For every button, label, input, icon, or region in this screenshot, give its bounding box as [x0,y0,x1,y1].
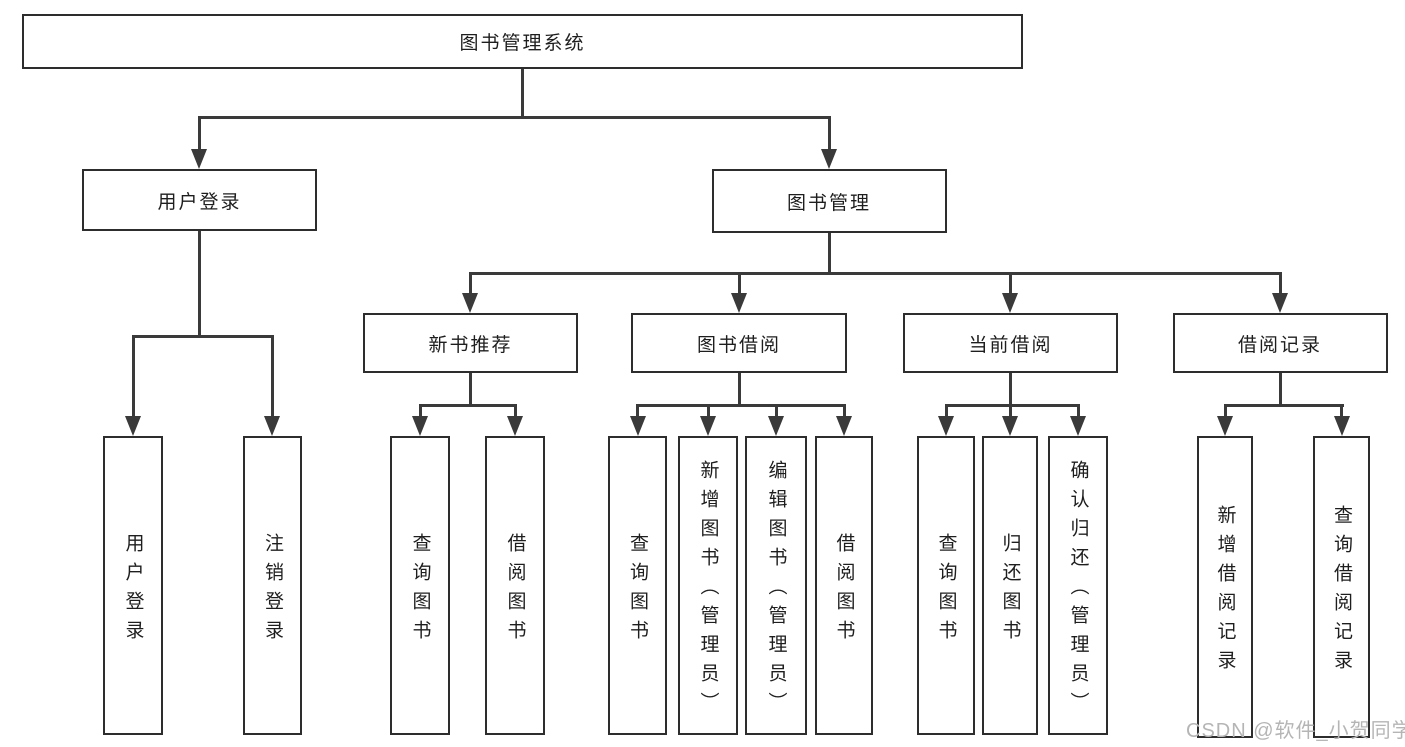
arrow-down-icon [1217,416,1233,436]
connector-line [827,233,831,274]
arrow-down-icon [1070,416,1086,436]
connector-line [774,403,778,418]
leaf-records-add-record-label: 新增借阅记录 [1214,505,1236,679]
connector-line [197,231,201,337]
connector-line [270,334,274,417]
leaf-borrowing-edit-books-admin-label: 编辑图书（管理员） [765,460,787,721]
leaf-borrowing-query-books: 查询图书 [608,436,667,735]
leaf-current-confirm-return-admin: 确认归还（管理员） [1048,436,1108,735]
connector-line [513,403,517,418]
arrow-down-icon [1002,293,1018,313]
connector-line [1008,271,1012,296]
connector-line [737,271,741,296]
leaf-borrowing-query-books-label: 查询图书 [627,532,648,649]
csdn-watermark: CSDN @软件_小贺同学 [1186,720,1405,742]
node-book-borrowing-label: 图书借阅 [696,334,781,356]
leaf-borrowing-add-books-admin: 新增图书（管理员） [678,436,738,735]
connector-line [418,403,517,407]
leaf-current-return-books-label: 归还图书 [999,532,1021,649]
connector-line [1278,373,1282,406]
arrow-down-icon [412,416,428,436]
connector-line [737,373,741,406]
connector-line [469,373,472,406]
arrow-down-icon [507,416,523,436]
connector-line [418,403,422,418]
leaf-current-return-books: 归还图书 [982,436,1038,735]
leaf-records-query-record-label: 查询借阅记录 [1331,505,1352,679]
connector-line [1008,373,1012,406]
arrow-down-icon [1002,416,1018,436]
leaf-records-add-record: 新增借阅记录 [1197,436,1253,738]
connector-line [636,403,639,418]
connector-line [131,334,274,338]
leaf-user-login: 用户登录 [103,436,163,735]
connector-line [197,115,201,152]
connector-line [131,334,135,417]
leaf-recommend-query-books: 查询图书 [390,436,450,735]
arrow-down-icon [1272,293,1288,313]
leaf-logout-label: 注销登录 [262,532,283,649]
connector-line [1223,403,1227,418]
leaf-recommend-borrow-books-label: 借阅图书 [504,532,526,649]
leaf-records-query-record: 查询借阅记录 [1313,436,1370,738]
node-user-login-module-label: 用户登录 [157,191,242,213]
arrow-down-icon [700,416,716,436]
leaf-current-query-books-label: 查询图书 [935,532,957,649]
node-current-borrowing: 当前借阅 [903,313,1118,373]
node-current-borrowing-label: 当前借阅 [968,334,1053,356]
leaf-current-query-books: 查询图书 [917,436,975,735]
node-book-management-module: 图书管理 [711,169,947,233]
connector-line [1008,403,1012,418]
connector-line [827,115,831,152]
connector-line [944,403,1080,407]
node-book-borrowing: 图书借阅 [631,313,847,373]
connector-line [944,403,948,418]
connector-line [636,403,846,407]
connector-line [706,403,710,418]
connector-line [197,115,831,119]
node-user-login-module: 用户登录 [82,169,317,231]
connector-line [1076,403,1080,418]
arrow-down-icon [191,149,207,169]
node-root: 图书管理系统 [22,14,1023,69]
leaf-logout: 注销登录 [243,436,302,735]
arrow-down-icon [731,293,747,313]
arrow-down-icon [836,416,852,436]
connector-line [468,271,472,296]
connector-line [1340,403,1343,418]
arrow-down-icon [938,416,954,436]
leaf-borrowing-borrow-books: 借阅图书 [815,436,873,735]
node-borrowing-records: 借阅记录 [1172,313,1388,373]
connector-line [468,271,1282,275]
leaf-borrowing-borrow-books-label: 借阅图书 [833,532,855,649]
leaf-recommend-query-books-label: 查询图书 [409,532,431,649]
connector-line [1223,403,1344,407]
node-borrowing-records-label: 借阅记录 [1237,334,1322,356]
leaf-user-login-label: 用户登录 [122,532,144,649]
arrow-down-icon [462,293,478,313]
arrow-down-icon [821,149,837,169]
leaf-current-confirm-return-admin-label: 确认归还（管理员） [1067,460,1089,721]
node-new-book-recommend-label: 新书推荐 [428,334,513,356]
leaf-borrowing-add-books-admin-label: 新增图书（管理员） [697,460,719,721]
arrow-down-icon [1333,416,1350,436]
arrow-down-icon [125,416,141,436]
leaf-borrowing-edit-books-admin: 编辑图书（管理员） [745,436,807,735]
arrow-down-icon [768,416,784,436]
connector-line [520,69,524,117]
arrow-down-icon [629,416,646,436]
connector-line [1278,271,1282,296]
node-new-book-recommend: 新书推荐 [363,313,578,373]
node-book-management-module-label: 图书管理 [786,192,871,214]
node-root-label: 图书管理系统 [459,33,586,54]
arrow-down-icon [264,416,280,436]
leaf-recommend-borrow-books: 借阅图书 [485,436,545,735]
connector-line [842,403,846,418]
